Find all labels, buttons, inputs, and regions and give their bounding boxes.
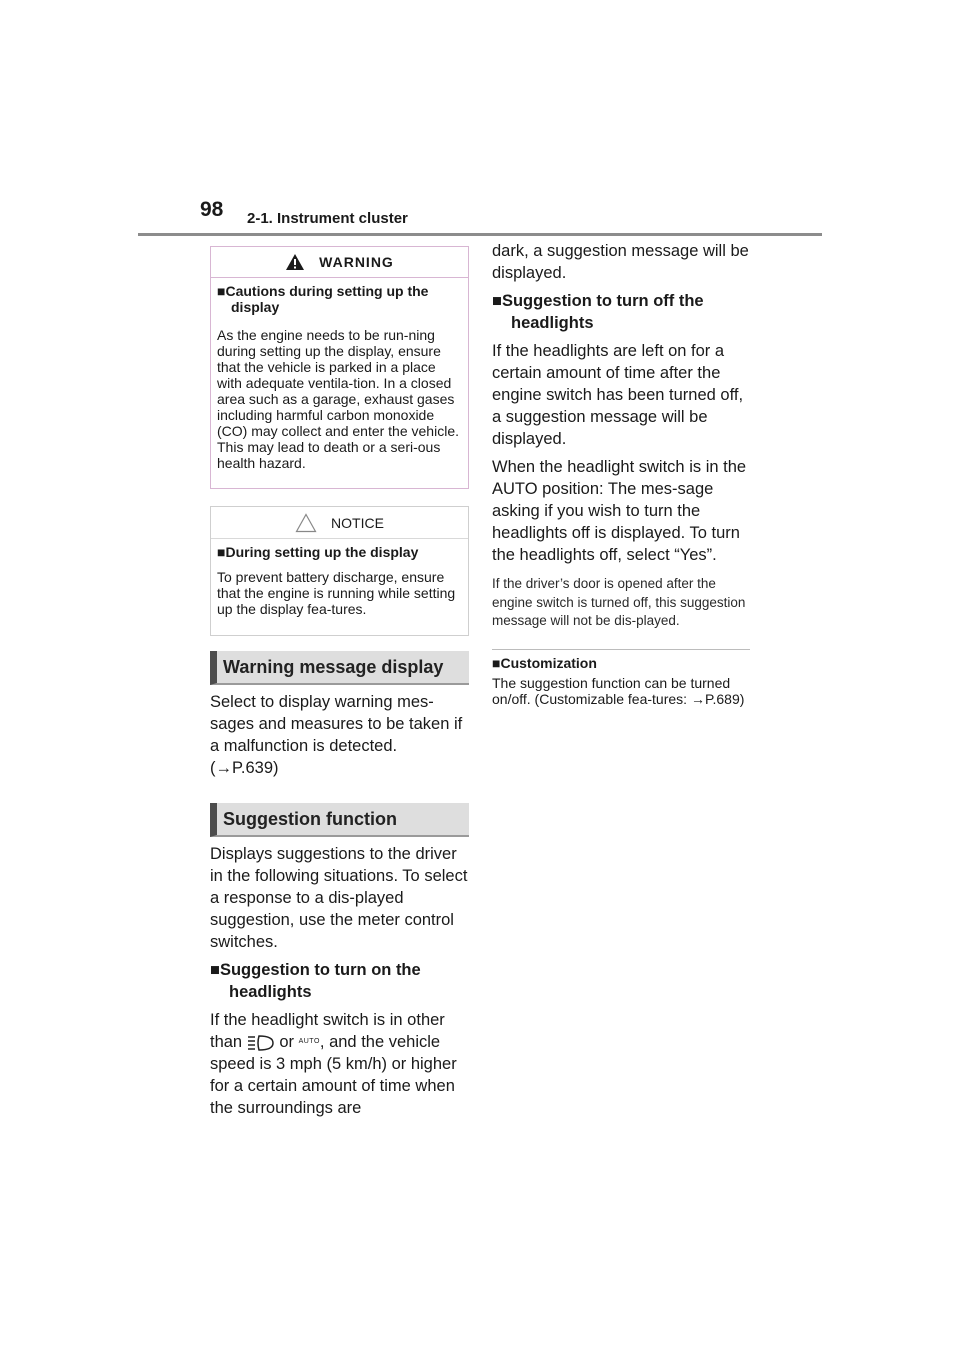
square-bullet: ■ [492, 654, 501, 671]
reference-arrow-icon: → [215, 759, 233, 777]
warning-message-display-heading: Warning message display [210, 651, 469, 685]
warning-message-display-text: Select to display warning mes-sages and … [210, 693, 463, 777]
right-column: dark, a suggestion message will be displ… [492, 240, 750, 707]
section-title: 2-1. Instrument cluster [247, 210, 408, 227]
suggestion-turn-off-heading: ■Suggestion to turn off the headlights [492, 292, 704, 332]
square-bullet: ■ [217, 544, 226, 560]
warning-text: As the engine needs to be run-ning durin… [217, 327, 459, 471]
page-number: 98 [200, 198, 224, 221]
suggestion-turn-on-text-continued: dark, a suggestion message will be displ… [492, 242, 749, 282]
notice-box: NOTICE ■During setting up the display To… [210, 506, 469, 636]
suggestion-turn-on-text: If the headlight switch is in other than… [210, 1011, 457, 1117]
customization-text: The suggestion function can be turned on… [492, 674, 745, 707]
suggestion-function-heading: Suggestion function [210, 803, 469, 837]
warning-triangle-icon [286, 254, 305, 270]
warning-box-body: ■Cautions during setting up the display … [211, 278, 468, 481]
suggestion-turn-off-para1: If the headlights are left on for a cert… [492, 342, 744, 448]
notice-label: NOTICE [331, 514, 384, 531]
customization-rule [492, 648, 750, 650]
notice-box-header: NOTICE [211, 507, 468, 539]
customization-heading: ■Customization [492, 654, 597, 671]
square-bullet: ■ [492, 292, 502, 310]
notice-text: To prevent battery discharge, ensure tha… [217, 569, 456, 617]
warning-subheading: ■Cautions during setting up the display [217, 283, 429, 315]
reference-arrow-icon: → [690, 690, 705, 707]
warning-box: WARNING ■Cautions during setting up the … [210, 246, 469, 489]
headlight-icon [247, 1034, 274, 1051]
header-rule [138, 233, 822, 236]
square-bullet: ■ [217, 283, 226, 299]
left-column: WARNING ■Cautions during setting up the … [210, 246, 469, 1119]
auto-icon: AUTO [298, 1038, 320, 1045]
warning-box-header: WARNING [211, 247, 468, 278]
suggestion-turn-off-para2: When the headlight switch is in the AUTO… [492, 458, 747, 564]
suggestion-turn-off-note: If the driver’s door is opened after the… [492, 576, 746, 628]
square-bullet: ■ [210, 961, 220, 979]
page-reference-link[interactable]: P.639 [232, 759, 273, 777]
suggestion-turn-on-heading: ■Suggestion to turn on the headlights [210, 961, 421, 1001]
notice-subheading: ■During setting up the display [217, 544, 419, 560]
notice-triangle-icon [295, 512, 317, 532]
warning-label: WARNING [319, 254, 394, 270]
suggestion-intro: Displays suggestions to the driver in th… [210, 845, 468, 951]
page-reference-link[interactable]: P.689 [704, 690, 740, 707]
notice-box-body: ■During setting up the display To preven… [211, 539, 468, 627]
